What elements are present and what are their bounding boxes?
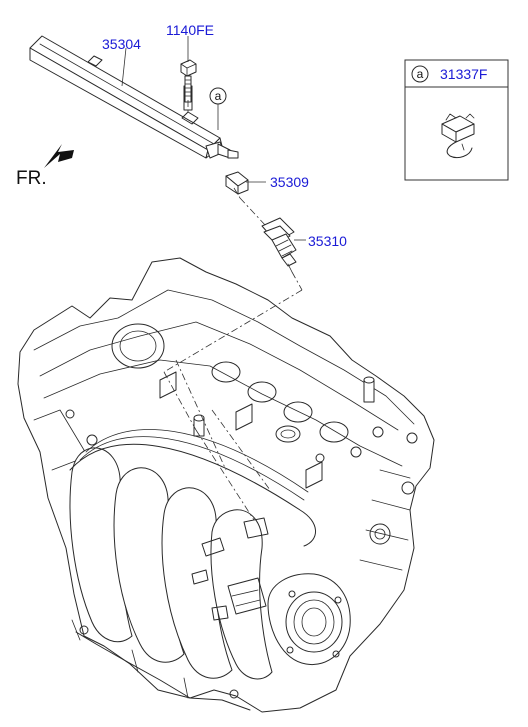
label-clip[interactable]: 35309	[270, 174, 309, 190]
front-arrow-icon	[44, 144, 74, 168]
reference-marker: a	[209, 87, 227, 105]
assembly-leader-lines	[163, 100, 303, 521]
clip-drawing	[225, 171, 249, 195]
legend-marker-circle	[411, 65, 429, 83]
label-bolt[interactable]: 1140FE	[166, 22, 214, 38]
label-fuel-rail[interactable]: 35304	[102, 36, 141, 52]
injector-drawing	[261, 217, 297, 273]
legend-marker-letter: a	[417, 67, 424, 81]
bolt-drawing	[180, 59, 197, 103]
label-injector[interactable]: 35310	[308, 233, 347, 249]
front-direction-indicator: FR.	[16, 144, 74, 189]
reference-marker-letter: a	[215, 89, 222, 103]
intake-manifold-drawing	[69, 429, 316, 711]
legend-box: a 31337F	[404, 59, 509, 181]
throttle-body-drawing	[211, 517, 351, 666]
label-leaders	[121, 36, 306, 241]
front-direction-label: FR.	[16, 168, 47, 189]
legend-clip-drawing	[441, 113, 475, 159]
legend-part-label[interactable]: 31337F	[440, 66, 487, 82]
fuel-rail-drawing	[29, 35, 239, 159]
